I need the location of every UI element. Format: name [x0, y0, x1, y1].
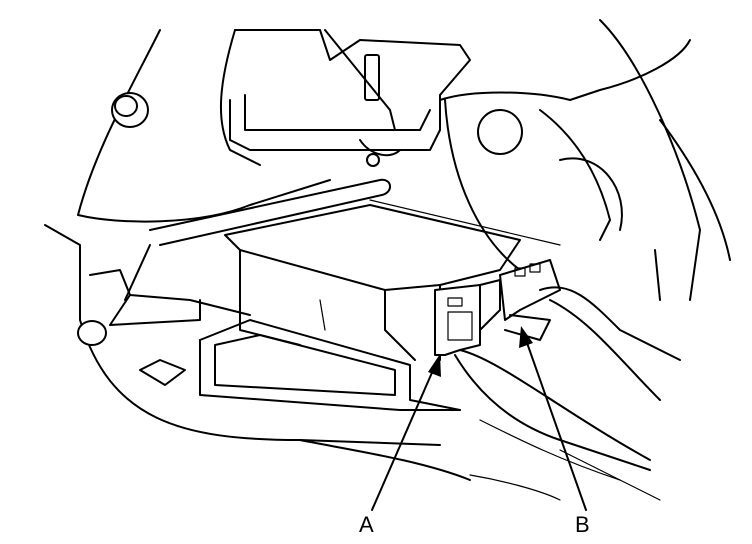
connector-b [499, 259, 561, 341]
right-housing [439, 19, 731, 301]
callout-label-a: A [359, 512, 374, 537]
connector-a [434, 279, 501, 356]
upper-bracket [229, 29, 471, 167]
callout-label-b: B [575, 512, 590, 537]
support-rod [149, 178, 391, 246]
leader-arrow-a [371, 354, 441, 511]
lower-bracket [44, 224, 471, 481]
upper-left-panel [77, 29, 331, 223]
leader-arrow-b [519, 326, 587, 511]
wire-harness [454, 286, 681, 501]
round-boss [111, 92, 149, 128]
